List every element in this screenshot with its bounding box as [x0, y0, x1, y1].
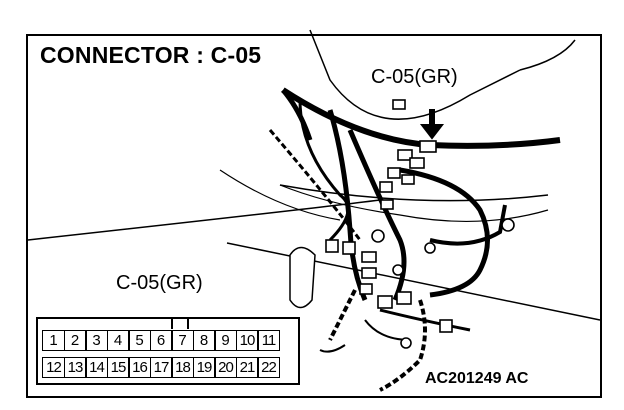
pin-cell: 1	[42, 330, 65, 351]
connector-callout-left: C-05(GR)	[116, 272, 203, 294]
pin-cell: 7	[171, 330, 194, 351]
pin-cell: 6	[149, 330, 173, 351]
pin-cell: 17	[149, 357, 173, 378]
pin-cell: 9	[214, 330, 237, 351]
pin-cell: 19	[192, 357, 216, 378]
pin-cell: 11	[257, 330, 280, 351]
pin-row-1: 1 2 3 4 5 6 7 8 9 10 11	[42, 330, 280, 351]
connector-callout-top: C-05(GR)	[371, 66, 458, 88]
pin-cell: 12	[42, 357, 65, 378]
pin-cell: 4	[106, 330, 130, 351]
connector-pin-diagram: 1 2 3 4 5 6 7 8 9 10 11 12 13 14 15 16 1…	[36, 317, 300, 385]
pin-cell: 16	[128, 357, 151, 378]
pin-cell: 3	[85, 330, 108, 351]
pin-cell: 8	[192, 330, 216, 351]
pin-row-2: 12 13 14 15 16 17 18 19 20 21 22	[42, 357, 280, 378]
pin-cell: 5	[128, 330, 151, 351]
figure-id: AC201249 AC	[425, 370, 529, 387]
pin-cell: 21	[235, 357, 259, 378]
pin-cell: 20	[214, 357, 237, 378]
pin-cell: 14	[85, 357, 108, 378]
connector-latch	[171, 317, 189, 329]
pin-cell: 13	[63, 357, 87, 378]
pin-cell: 18	[171, 357, 194, 378]
pin-cell: 2	[63, 330, 87, 351]
pin-cell: 15	[106, 357, 130, 378]
pin-cell: 22	[257, 357, 280, 378]
pin-cell: 10	[235, 330, 259, 351]
connector-title: CONNECTOR : C-05	[40, 42, 262, 68]
